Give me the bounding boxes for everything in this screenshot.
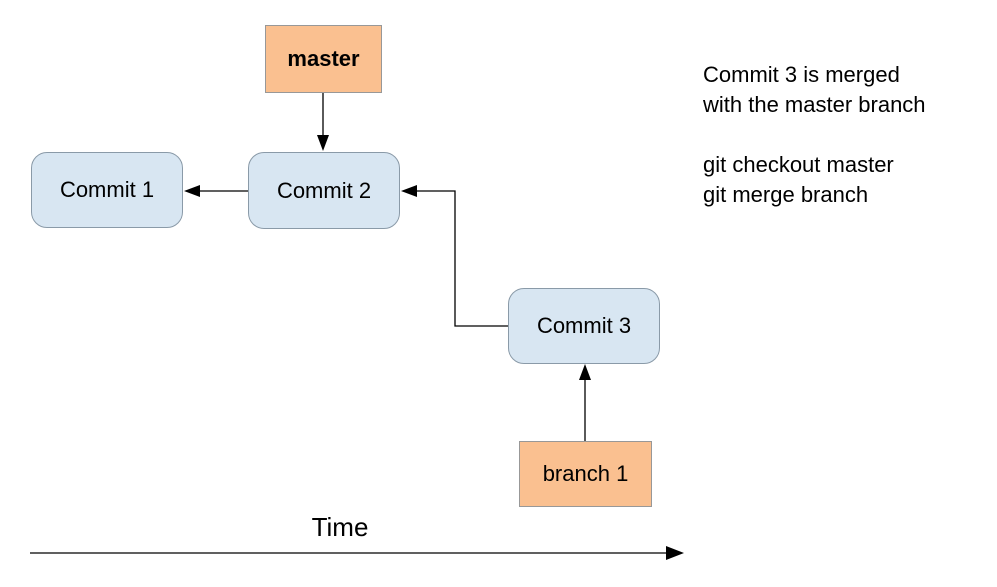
node-branch-1-label: branch 1 bbox=[542, 461, 629, 486]
node-commit-1: Commit 1 bbox=[31, 152, 183, 228]
arrow-branch1-to-commit3 bbox=[579, 364, 591, 441]
merge-note-line-2: with the master branch bbox=[703, 92, 926, 117]
arrow-commit3-to-commit2 bbox=[401, 185, 508, 327]
git-command-line-2: git merge branch bbox=[703, 182, 869, 207]
time-axis-label: Time bbox=[311, 512, 369, 542]
merge-note-line-1: Commit 3 is merged bbox=[703, 62, 900, 87]
time-axis-arrow bbox=[30, 546, 684, 560]
annotation-text: Commit 3 is merged with the master branc… bbox=[703, 60, 926, 210]
git-commands: git checkout master git merge branch bbox=[703, 150, 926, 210]
node-branch-1: branch 1 bbox=[519, 441, 652, 507]
node-master: master bbox=[265, 25, 382, 93]
node-commit-3: Commit 3 bbox=[508, 288, 660, 364]
node-commit-2: Commit 2 bbox=[248, 152, 400, 229]
node-commit-1-label: Commit 1 bbox=[59, 177, 155, 202]
arrow-commit2-to-commit1 bbox=[184, 185, 248, 197]
node-commit-2-label: Commit 2 bbox=[276, 177, 372, 203]
git-command-line-1: git checkout master bbox=[703, 152, 894, 177]
node-master-label: master bbox=[287, 46, 360, 71]
node-commit-3-label: Commit 3 bbox=[536, 313, 632, 338]
merge-note: Commit 3 is merged with the master branc… bbox=[703, 60, 926, 120]
arrow-master-to-commit2 bbox=[317, 93, 329, 151]
